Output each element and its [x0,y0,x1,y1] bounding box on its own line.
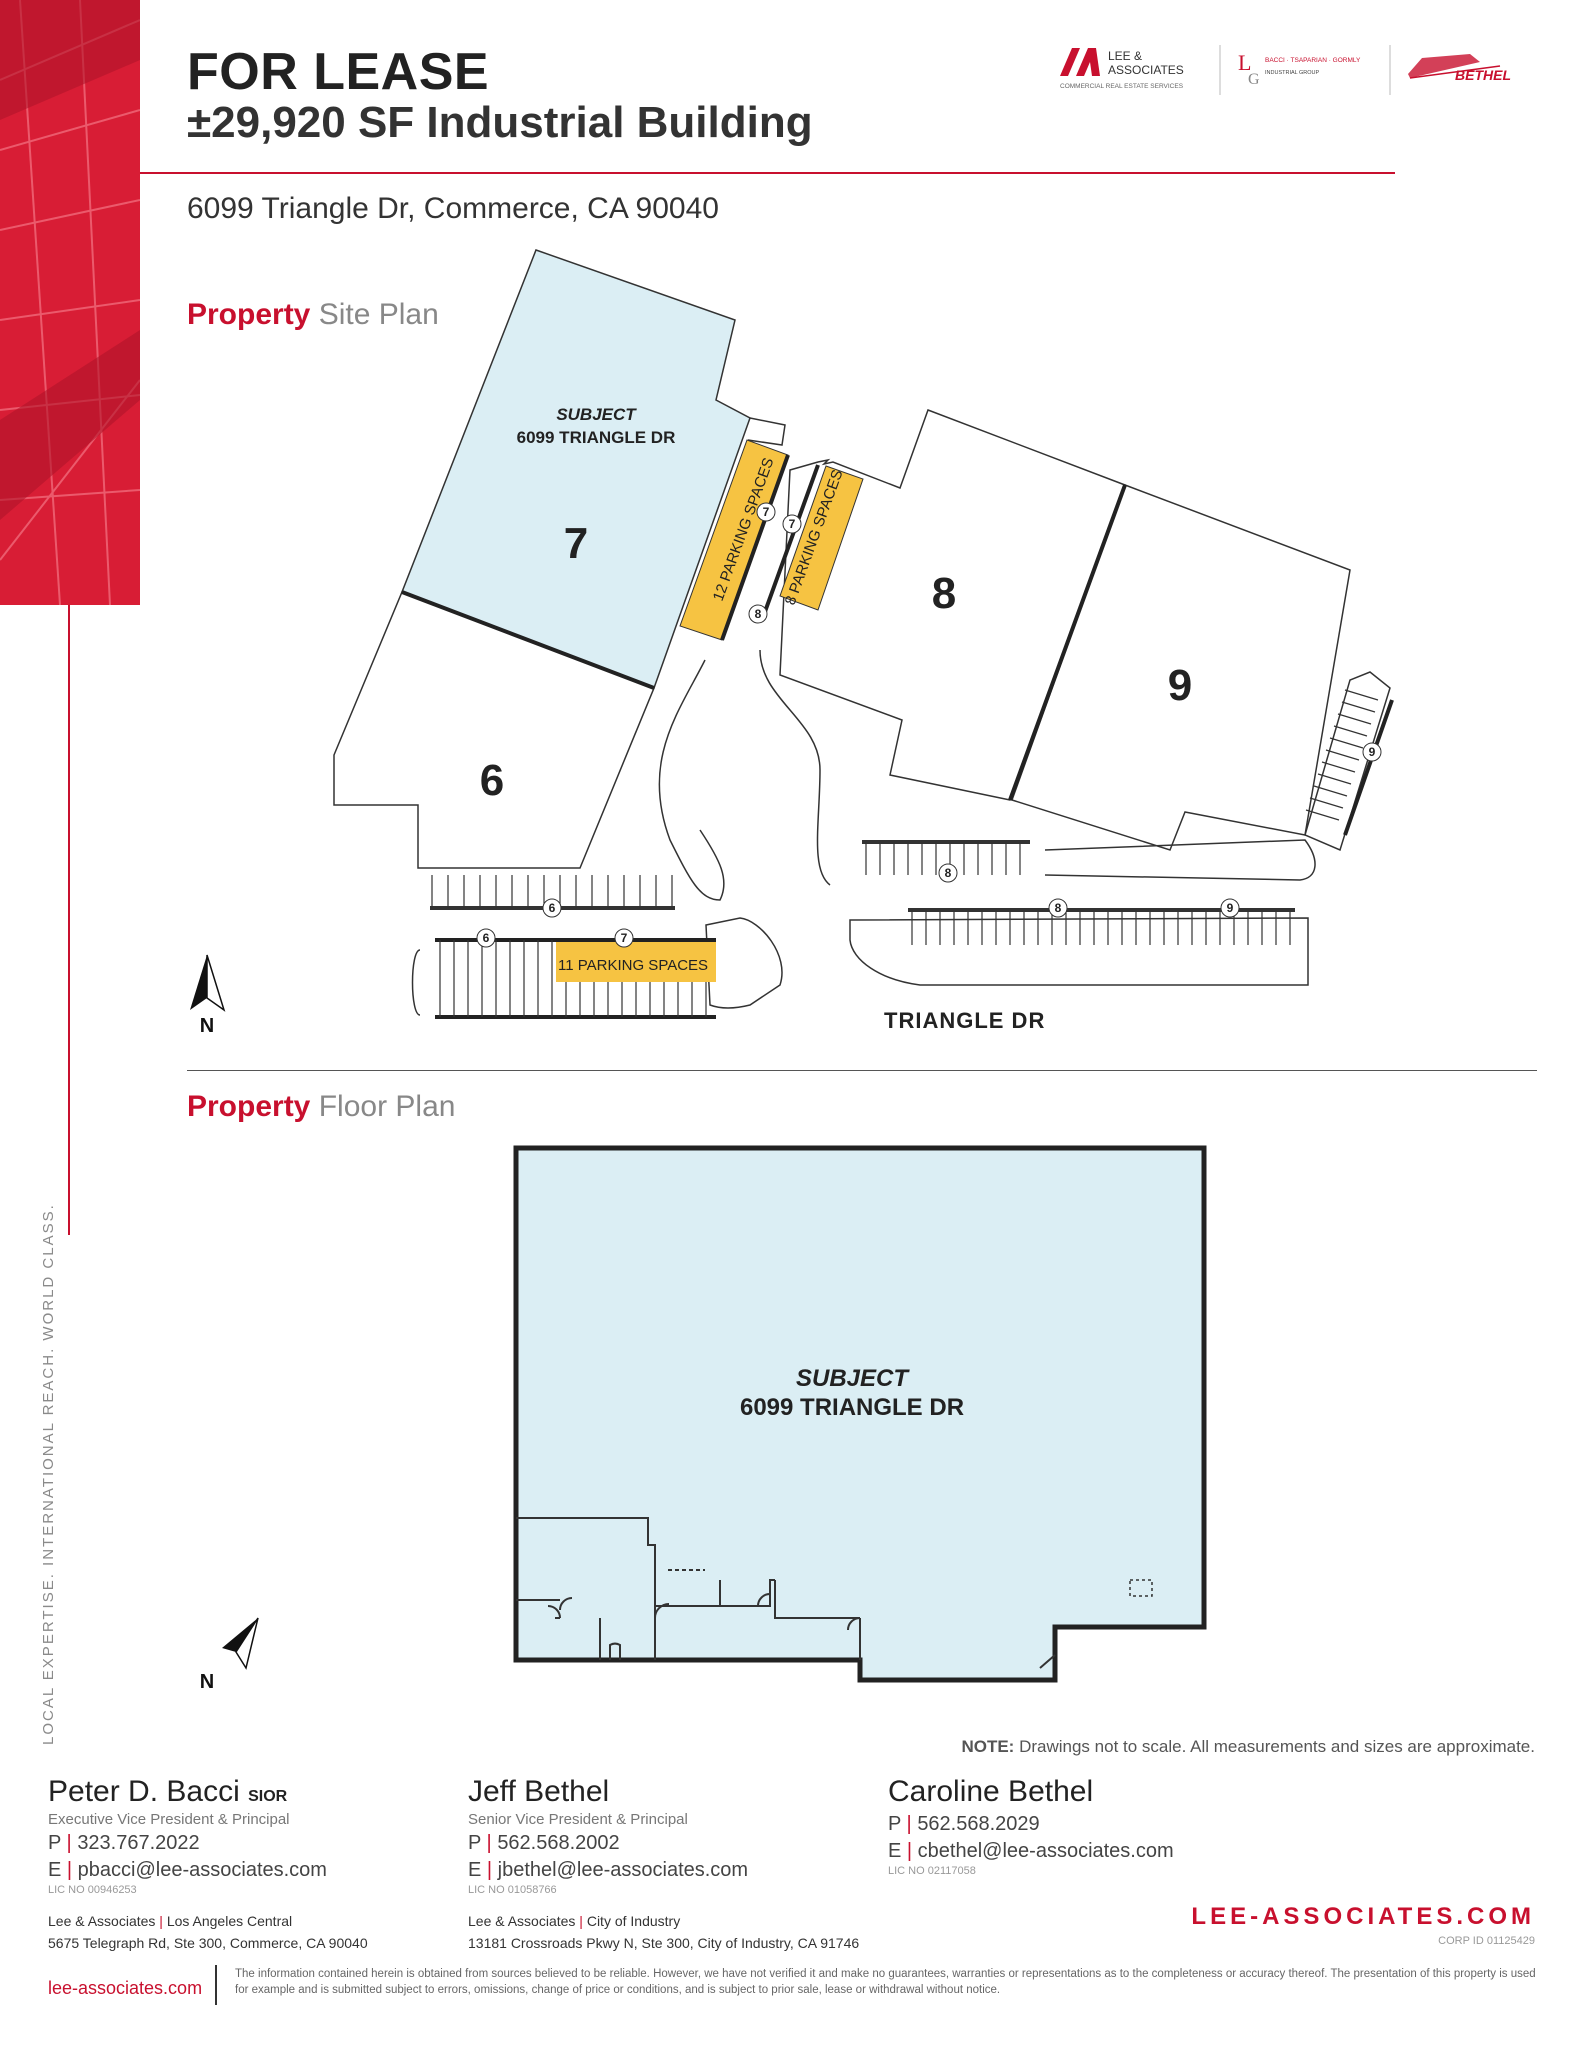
site-north-label: N [200,1015,214,1037]
marker-9-a: 9 [1220,898,1240,918]
btg-logo-name: BACCI · TSAPARIAN · GORMLY [1265,57,1361,64]
page-subtitle: ±29,920 SF Industrial Building [187,98,813,147]
contact-email[interactable]: E | cbethel@lee-associates.com [888,1840,1174,1862]
building-8-label: 8 [932,569,956,618]
section-divider [187,1070,1537,1071]
svg-text:8: 8 [945,866,952,880]
marker-8-a: 8 [748,604,768,624]
floor-north-label: N [200,1671,214,1693]
contact-name: Peter D. Bacci SIOR [48,1775,288,1808]
contact-title: Executive Vice President & Principal [48,1811,290,1828]
building-9-label: 9 [1168,661,1192,710]
lee-associates-logo: LEE & ASSOCIATES COMMERCIAL REAL ESTATE … [1060,48,1184,90]
contact-name: Jeff Bethel [468,1775,610,1808]
parking-11-spaces: 11 PARKING SPACES [435,938,716,1019]
building-6 [333,591,655,869]
lee-logo-line1: LEE & [1108,49,1142,63]
marker-9-b: 9 [1362,742,1382,762]
site-plan-heading-bold: Property [187,298,311,331]
floor-subject-address: 6099 TRIANGLE DR [740,1394,964,1421]
office-address: Lee & Associates | City of Industry 1318… [468,1913,860,1951]
contact-license: LIC NO 02117058 [888,1865,976,1877]
disclaimer-note: NOTE: Drawings not to scale. All measure… [961,1737,1535,1757]
floor-plan-heading-light: Floor Plan [318,1090,456,1123]
contact-phone[interactable]: P | 323.767.2022 [48,1832,200,1854]
floor-plan-heading-bold: Property [187,1090,311,1123]
marker-8-b: 8 [938,863,958,883]
marker-7-a: 7 [756,502,776,522]
contact-email[interactable]: E | pbacci@lee-associates.com [48,1859,327,1881]
contact-email[interactable]: E | jbethel@lee-associates.com [468,1859,749,1881]
architecture-pattern-image [0,0,140,605]
logo-row: LEE & ASSOCIATES COMMERCIAL REAL ESTATE … [1050,40,1540,100]
btg-industrial-logo: L G BACCI · TSAPARIAN · GORMLY INDUSTRIA… [1238,50,1361,88]
svg-text:8: 8 [1055,901,1062,915]
building-7-label: 7 [564,519,588,568]
page-title: FOR LEASE [187,43,490,101]
marker-6-b: 6 [476,928,496,948]
accent-vertical-line [68,605,70,1235]
bethel-logo-name: BETHEL [1455,67,1511,83]
marker-7-c: 7 [614,928,634,948]
corp-id: CORP ID 01125429 [1438,1935,1535,1947]
building-6-label: 6 [480,756,504,805]
svg-text:7: 7 [621,931,628,945]
svg-text:6: 6 [549,901,556,915]
header-divider [140,172,1395,174]
btg-logo-sub: INDUSTRIAL GROUP [1265,70,1320,76]
site-plan-diagram: 12 PARKING SPACES 8 PARKING SPACES 11 PA… [190,249,1394,1037]
floor-plan-heading: Property Floor Plan [187,1090,455,1124]
contact-license: LIC NO 00946253 [48,1884,137,1896]
svg-text:7: 7 [763,505,770,519]
partner-logos: LEE & ASSOCIATES COMMERCIAL REAL ESTATE … [1060,45,1511,95]
decorative-red-panel [0,0,140,605]
marker-7-b: 7 [782,514,802,534]
marker-6-a: 6 [542,898,562,918]
north-arrow-icon: N [190,954,226,1037]
note-text: Drawings not to scale. All measurements … [1019,1737,1535,1756]
lee-logo-tagline: COMMERCIAL REAL ESTATE SERVICES [1060,83,1184,90]
site-plan-heading-light: Site Plan [318,298,439,331]
floor-subject-label: SUBJECT [796,1365,910,1392]
floor-north-arrow-icon: N [200,1617,259,1693]
site-subject-label: SUBJECT [556,405,637,424]
street-label: TRIANGLE DR [884,1008,1045,1033]
svg-text:8: 8 [755,607,762,621]
bethel-logo: BETHEL [1408,54,1511,83]
svg-text:9: 9 [1369,745,1376,759]
legal-disclaimer: The information contained herein is obta… [235,1968,1536,1996]
contact-card: Peter D. Bacci SIOR Executive Vice Presi… [48,1775,448,1896]
svg-text:6: 6 [483,931,490,945]
floor-plan-outline [513,1145,1207,1683]
office-address: Lee & Associates | Los Angeles Central 5… [48,1913,368,1951]
contact-license: LIC NO 01058766 [468,1884,557,1896]
svg-text:7: 7 [789,517,796,531]
parking-11-label: 11 PARKING SPACES [558,957,708,974]
footer-divider [215,1965,217,2005]
note-label: NOTE: [961,1737,1015,1756]
contact-phone[interactable]: P | 562.568.2002 [468,1832,620,1854]
website-link[interactable]: lee-associates.com [48,1978,203,1998]
svg-text:G: G [1248,71,1260,88]
contact-card: Caroline Bethel P | 562.568.2029 E | cbe… [888,1775,1288,1877]
contact-phone[interactable]: P | 562.568.2029 [888,1813,1040,1835]
contact-title: Senior Vice President & Principal [468,1811,688,1828]
marker-8-c: 8 [1048,898,1068,918]
property-address: 6099 Triangle Dr, Commerce, CA 90040 [187,192,719,225]
site-plan-heading: Property Site Plan [187,298,439,332]
site-subject-address: 6099 TRIANGLE DR [517,428,676,447]
brand-url-link[interactable]: LEE-ASSOCIATES.COM [1191,1903,1535,1930]
svg-text:L: L [1238,50,1251,75]
svg-text:9: 9 [1227,901,1234,915]
floor-plan-diagram: SUBJECT 6099 TRIANGLE DR N [200,1145,1207,1693]
contact-card: Jeff Bethel Senior Vice President & Prin… [468,1775,868,1896]
lee-logo-line2: ASSOCIATES [1108,63,1184,77]
contact-name: Caroline Bethel [888,1775,1094,1808]
